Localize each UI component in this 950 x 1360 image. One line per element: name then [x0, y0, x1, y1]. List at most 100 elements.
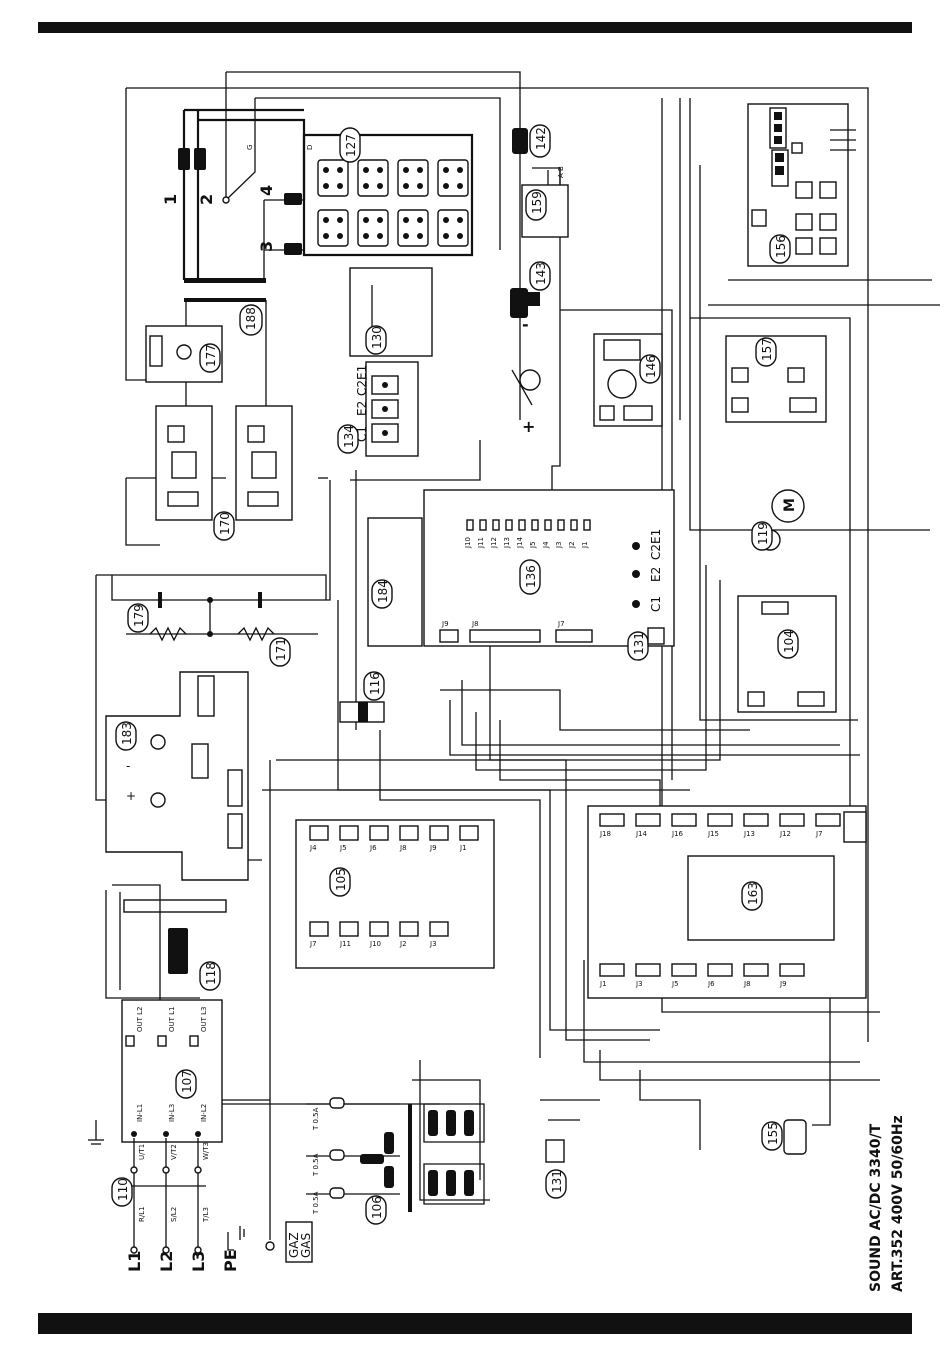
connector-155: 155 — [761, 1119, 807, 1155]
connector-block — [743, 963, 769, 977]
label-136: 136 — [524, 565, 538, 588]
in-l3: IN-L3 — [168, 1104, 176, 1122]
label-157: 157 — [760, 338, 774, 361]
label-127: 127 — [344, 134, 358, 157]
connector-label: J13 — [743, 830, 755, 838]
diode-cell — [437, 209, 469, 247]
pole-w-t3: W/T3 — [202, 1142, 210, 1160]
svg-text:M: M — [782, 498, 798, 512]
svg-text:D: D — [306, 145, 314, 150]
connector-block — [439, 629, 459, 643]
connector-block — [671, 813, 697, 827]
filter-107: OUT L2 OUT L1 OUT L3 IN-L1 IN-L3 IN-L2 1… — [88, 999, 223, 1145]
label-177: 177 — [204, 344, 218, 367]
igbt-134: C2E1 E2 C1 134 — [337, 361, 419, 457]
connector-label: J11 — [339, 940, 351, 948]
connector-block — [369, 921, 389, 937]
connector-label: J15 — [707, 830, 719, 838]
label-105: 105 — [334, 868, 348, 891]
connector-label: J7 — [309, 940, 317, 948]
connector-block — [369, 825, 389, 841]
label-171: 171 — [274, 638, 288, 661]
connector-block — [599, 813, 625, 827]
gas-label-en: GAS — [299, 1233, 313, 1258]
connector-label: J6 — [707, 980, 715, 988]
in-l2: IN-L2 — [200, 1104, 208, 1122]
label-119: 119 — [756, 522, 770, 545]
pole-t-l3: T/L3 — [202, 1207, 210, 1223]
sensor-131b: 131 — [545, 1139, 567, 1199]
winding-3: 3 — [257, 241, 276, 252]
label-170: 170 — [218, 512, 232, 535]
title-line-2: ART.352 400V 50/60Hz — [890, 1115, 906, 1292]
connector-label: J3 — [555, 541, 563, 549]
main-transformer: D G 188 1 2 3 4 — [161, 72, 314, 440]
winding-2: 2 — [197, 194, 216, 205]
igbt-c2e1: C2E1 — [355, 365, 369, 396]
label-116: 116 — [368, 672, 382, 695]
connector-label: J7 — [815, 830, 823, 838]
board-146: 146 — [593, 333, 663, 427]
label-179: 179 — [132, 604, 146, 627]
connector-label: J1 — [459, 844, 467, 852]
board-156: 156 — [747, 103, 856, 267]
connector-label: J8 — [471, 620, 479, 628]
connector-label: J7 — [557, 620, 565, 628]
board-104: 104 — [737, 595, 837, 713]
fan-119: M 119 — [751, 489, 805, 551]
label-142: 142 — [534, 127, 548, 150]
connector-block — [339, 921, 359, 937]
connector-label: J18 — [599, 830, 611, 838]
label-146: 146 — [644, 355, 658, 378]
label-104: 104 — [782, 630, 796, 653]
label-131b: 131 — [550, 1170, 564, 1193]
diode-cell — [357, 159, 389, 197]
board-183: 183 + - — [105, 671, 249, 881]
svg-text:G: G — [246, 145, 254, 150]
polarity-minus: - — [522, 315, 529, 334]
main-switch-110: U/T1 V/T2 W/T3 R/L1 S/L2 T/L3 110 L1 L2 … — [111, 1138, 245, 1272]
igbt-e2: E2 — [355, 401, 369, 416]
label-107: 107 — [180, 1070, 194, 1093]
valve-116: 116 — [339, 671, 385, 723]
connector-block — [707, 963, 733, 977]
input-l1: L1 — [125, 1251, 144, 1272]
connector-block — [309, 825, 329, 841]
svg-text:+: + — [126, 789, 136, 803]
connector-label: J11 — [477, 537, 485, 549]
title-block: SOUND AC/DC 3340/T ART.352 400V 50/60Hz — [868, 1115, 906, 1292]
connector-label: J14 — [635, 830, 648, 838]
diode-cell — [397, 159, 429, 197]
connector-block — [469, 629, 541, 643]
rectifier-127: 127 — [302, 127, 474, 257]
connector-block — [599, 963, 625, 977]
svg-text:C2E1: C2E1 — [649, 529, 663, 560]
out-l2: OUT L2 — [136, 1007, 144, 1033]
connector-label: J1 — [599, 980, 607, 988]
label-134: 134 — [342, 425, 356, 448]
hf-unit-143: 143 - + — [510, 261, 551, 436]
connector-block — [429, 921, 449, 937]
connector-label: J5 — [671, 980, 679, 988]
connector-label: J3 — [635, 980, 643, 988]
connector-block — [429, 825, 449, 841]
inductor-142: 142 — [512, 124, 551, 158]
label-118: 118 — [204, 962, 218, 985]
connector-label: J2 — [399, 940, 407, 948]
label-183: 183 — [120, 722, 134, 745]
out-l3: OUT L3 — [200, 1007, 208, 1033]
label-159: 159 — [530, 191, 544, 214]
connector-block — [671, 963, 697, 977]
board-159: 159 A B — [521, 166, 569, 238]
fuse-1: T 0.5A — [312, 1107, 320, 1131]
connector-label: J9 — [779, 980, 787, 988]
connector-label: J12 — [779, 830, 791, 838]
out-l1: OUT L1 — [168, 1007, 176, 1033]
connector-block — [707, 813, 733, 827]
label-131a: 131 — [632, 632, 646, 655]
connector-label: J1 — [581, 541, 589, 549]
